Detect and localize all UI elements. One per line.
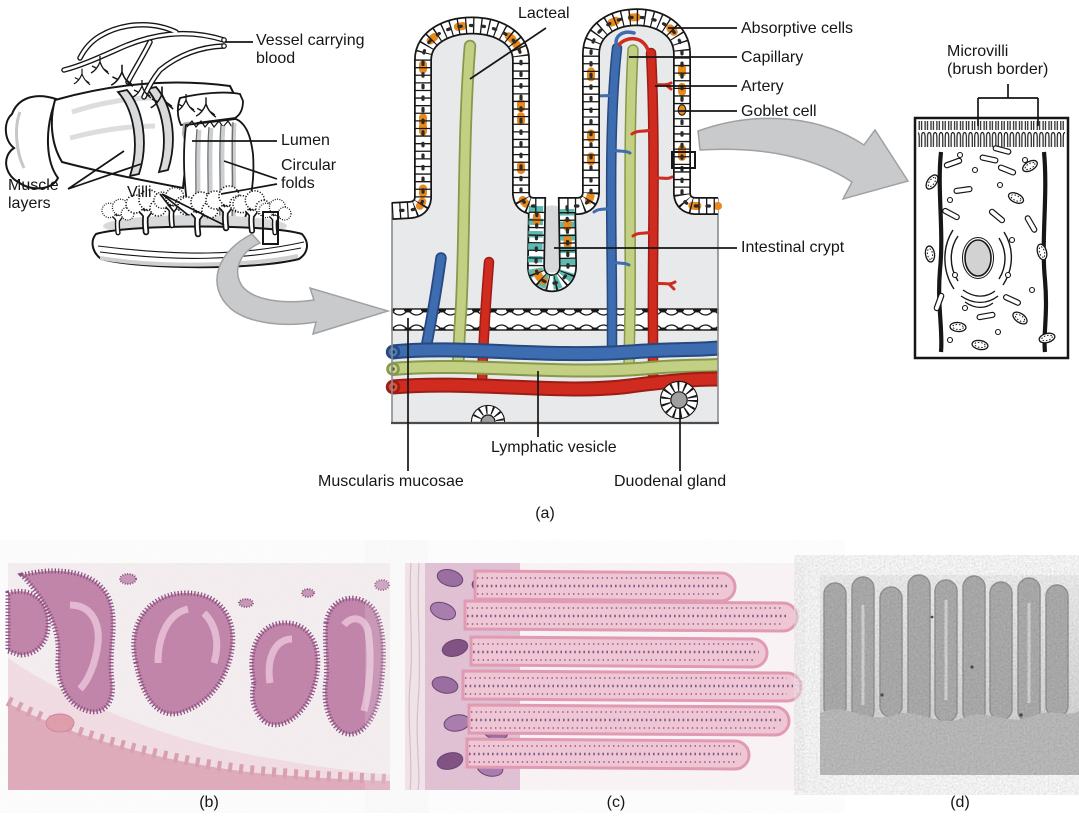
caption-c: (c) <box>606 794 626 811</box>
nucleus <box>964 239 992 277</box>
mesenteric-vessels <box>61 22 227 118</box>
zoom-arrow-left <box>216 233 391 336</box>
label-circular-folds: Circular folds <box>281 157 337 193</box>
label-lacteal: Lacteal <box>518 5 570 22</box>
leader-lines <box>67 27 1039 471</box>
label-microvilli: Microvilli (brush border) <box>947 43 1049 79</box>
microvilli-cell-inset <box>913 116 1070 360</box>
micrograph-microvilli-em <box>820 574 1079 775</box>
submucosal-vessels <box>385 340 719 397</box>
magnified-cell-box <box>671 151 696 169</box>
villus-vessels <box>420 30 677 390</box>
label-lumen: Lumen <box>281 132 330 149</box>
micrograph-circular-folds <box>5 563 391 790</box>
vessel-cut-ends <box>385 344 401 395</box>
label-absorptive-cells: Absorptive cells <box>741 20 854 37</box>
caption-b: (b) <box>199 794 219 811</box>
label-intestinal-crypt: Intestinal crypt <box>741 239 845 256</box>
label-duodenal-gland: Duodenal gland <box>614 473 727 490</box>
villi-section-diagram <box>385 8 722 425</box>
label-capillary: Capillary <box>741 49 804 66</box>
micrograph-villi <box>405 562 805 791</box>
zoom-arrow-right <box>697 117 910 201</box>
label-vessel-carrying-blood: Vessel carrying blood <box>256 32 365 68</box>
label-muscularis-mucosae: Muscularis mucosae <box>318 473 464 490</box>
goblet-cell-target <box>677 104 687 116</box>
label-lymphatic-vesicle: Lymphatic vesicle <box>491 439 617 456</box>
label-artery: Artery <box>741 78 784 95</box>
epithelium-band <box>388 8 722 293</box>
microvilli-row <box>918 121 1065 147</box>
magnified-region-box <box>262 211 279 245</box>
label-villi: Villi <box>127 184 152 201</box>
label-goblet-cell: Goblet cell <box>741 103 817 120</box>
muscularis-mucosae-band <box>391 308 719 331</box>
intestine-segment-diagram <box>4 22 308 269</box>
caption-a: (a) <box>535 505 555 522</box>
caption-d: (d) <box>950 794 970 811</box>
label-muscle-layers: Muscle layers <box>8 177 59 213</box>
